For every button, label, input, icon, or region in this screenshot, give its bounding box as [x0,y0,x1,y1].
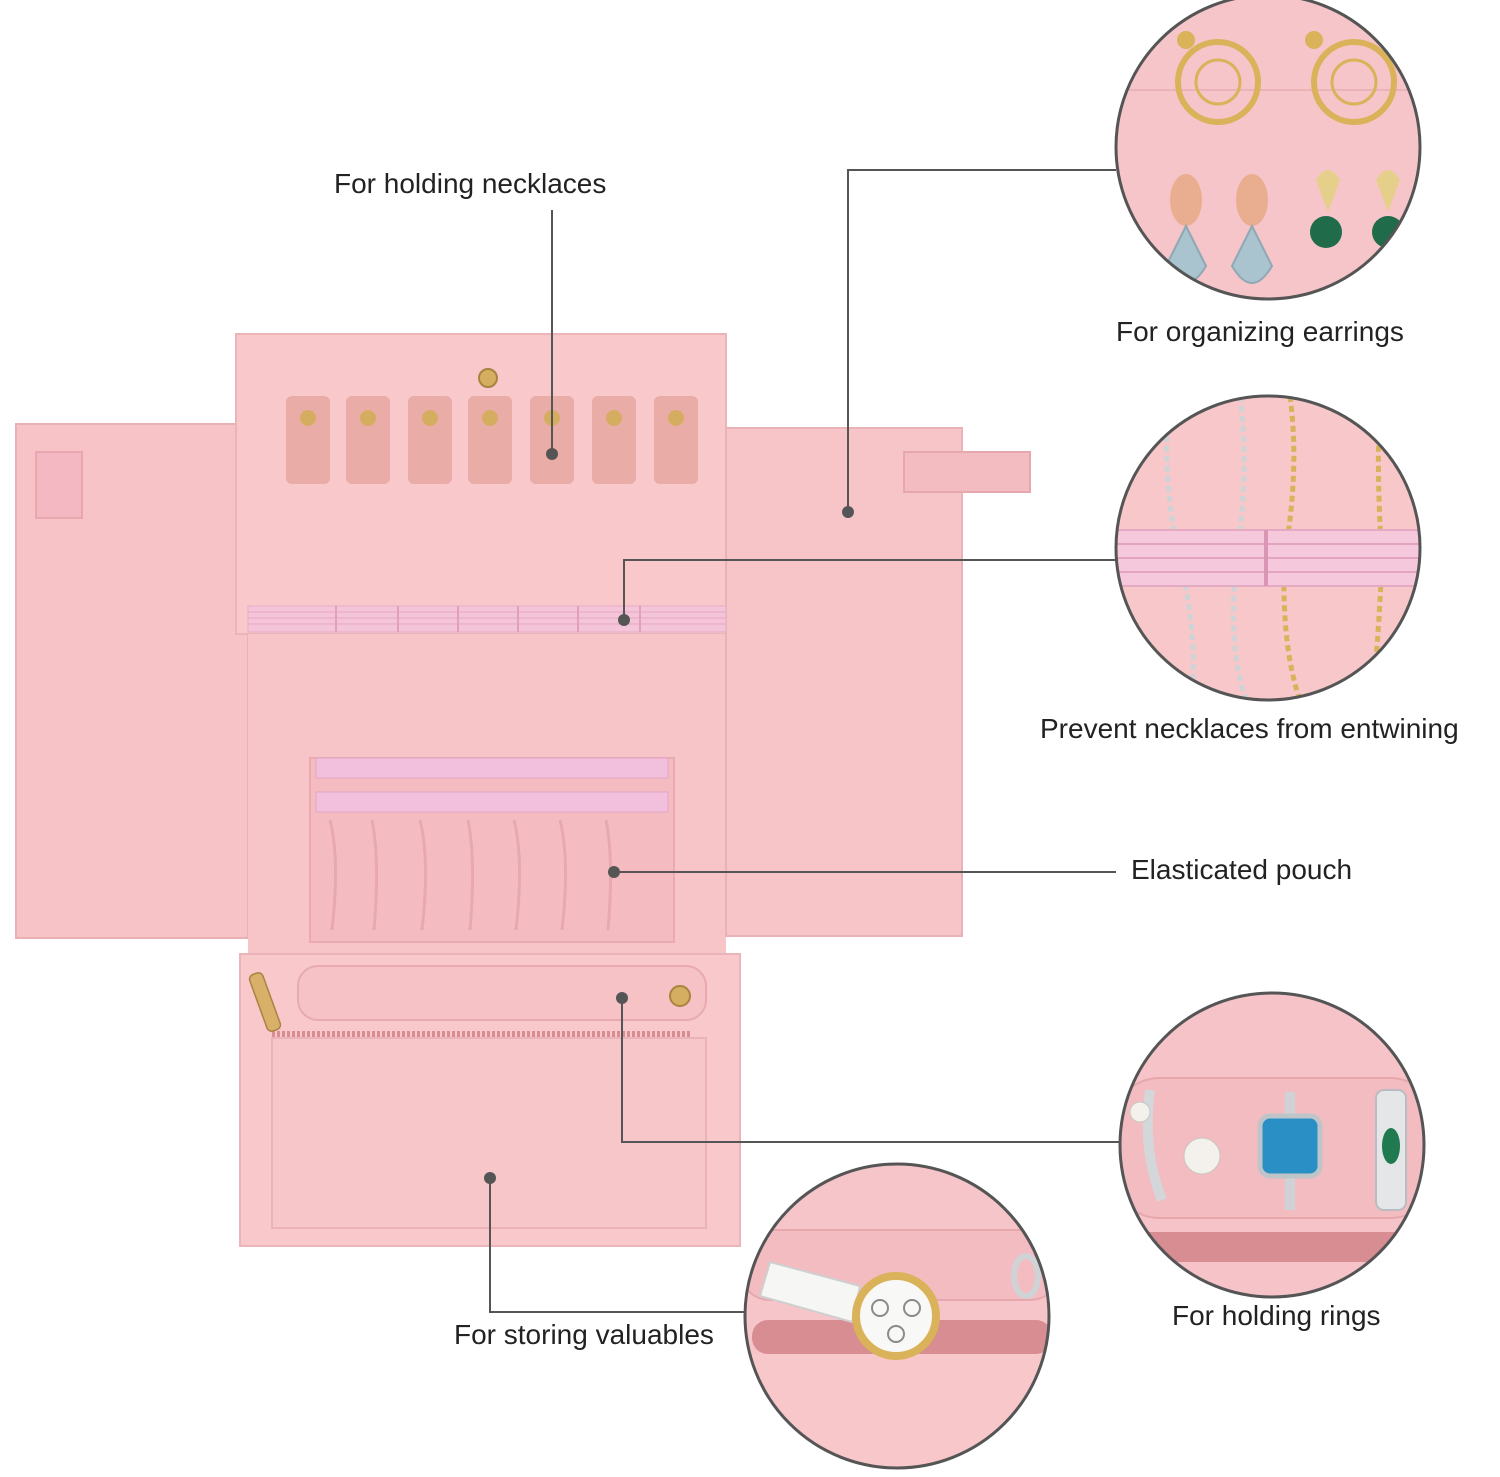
snap-tab [346,396,390,484]
earrings-circle-frame [1114,0,1422,301]
jewelry-roll-organizer [15,333,1031,1247]
rings-circle-frame [1118,991,1426,1299]
necklace-snap-tabs [286,396,698,484]
rings-closeup [1118,991,1426,1299]
callout-elasticated-pouch: Elasticated pouch [1131,854,1353,885]
callout-dot [842,506,854,518]
necklace-circle-frame [1114,394,1422,702]
velcro-patch [35,451,83,519]
callout-prevent-entwining: Prevent necklaces from entwining [1040,713,1459,744]
snap-tab [592,396,636,484]
zipper-pull [248,972,282,1032]
snap-tab [654,396,698,484]
elasticated-pouch [309,757,675,943]
callout-dot [616,992,628,1004]
callout-dots [484,448,854,1184]
valuables-circle-frame [743,1162,1051,1470]
callout-organizing-earrings: For organizing earrings [1116,316,1404,347]
callout-holding-rings: For holding rings [1172,1300,1381,1331]
elastic-band [247,605,727,633]
callout-dot [484,1172,496,1184]
snap-tab [286,396,330,484]
right-strap-tab [903,451,1031,493]
valuables-closeup [743,1162,1051,1470]
right-flap [725,427,963,937]
callout-storing-valuables: For storing valuables [454,1319,714,1350]
necklace-elastic-closeup [1114,394,1422,702]
callout-dot [608,866,620,878]
snap-button [478,368,498,388]
snap-button [669,985,691,1007]
earrings-closeup [1114,0,1422,301]
callout-holding-necklaces: For holding necklaces [334,168,607,199]
callout-leaders [489,169,1120,1313]
snap-tab [468,396,512,484]
zipper-pocket [248,965,707,1229]
callout-dot [546,448,558,460]
callout-dot [618,614,630,626]
snap-tab [408,396,452,484]
